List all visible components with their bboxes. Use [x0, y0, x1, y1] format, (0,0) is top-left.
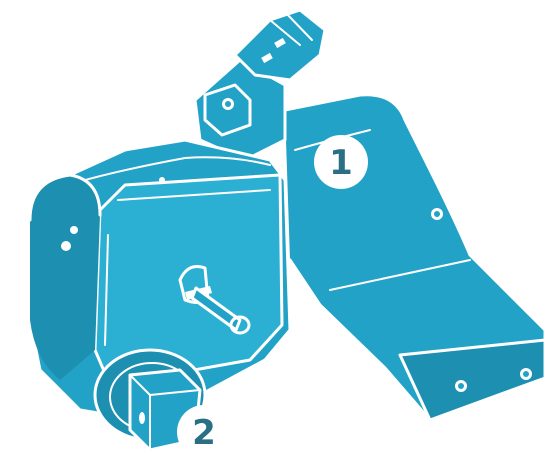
callout-1: 1 — [314, 135, 368, 189]
callout-1-label: 1 — [329, 143, 353, 183]
callout-2-label: 2 — [192, 413, 216, 453]
callout-2: 2 — [177, 405, 231, 459]
